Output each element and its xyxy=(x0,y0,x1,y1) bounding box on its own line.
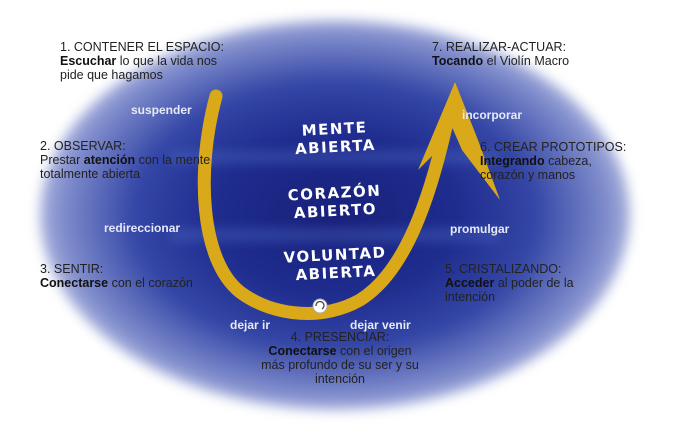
step-7: 7. REALIZAR-ACTUAR: Tocando el Violín Ma… xyxy=(432,40,569,68)
step-6-text: cabeza, xyxy=(544,154,592,168)
step-6: 6. CREAR PROTOTIPOS: Integrando cabeza, … xyxy=(480,140,626,182)
step-3: 3. SENTIR: Conectarse con el corazón xyxy=(40,262,193,290)
step-5-keyword: Acceder xyxy=(445,276,495,290)
step-4-title: 4. PRESENCIAR: xyxy=(290,330,390,344)
light-band xyxy=(170,150,500,164)
voluntad-abierta: VOLUNTAD ABIERTA xyxy=(277,243,394,285)
u-curve xyxy=(197,89,455,320)
label-redireccionar: redireccionar xyxy=(104,221,181,235)
mente-abierta: MENTE ABIERTA xyxy=(284,117,386,158)
label-suspender: suspender xyxy=(131,103,192,117)
step-3-text: con el corazón xyxy=(108,276,193,290)
step-2-keyword: atención xyxy=(83,153,136,167)
label-incorporar: incorporar xyxy=(462,108,523,122)
step-1: 1. CONTENER EL ESPACIO: Escuchar lo que … xyxy=(60,40,224,82)
step-5-title: 5. CRISTALIZANDO: xyxy=(445,262,562,276)
step-4-text: intención xyxy=(314,372,366,386)
blue-background-blob xyxy=(40,20,630,410)
step-2-title: 2. OBSERVAR: xyxy=(40,139,126,153)
step-4-keyword: Conectarse xyxy=(268,344,337,358)
step-6-text: corazón y manos xyxy=(480,168,576,182)
step-3-title: 3. SENTIR: xyxy=(40,262,104,276)
label-dejar-venir: dejar venir xyxy=(350,318,411,332)
step-1-title: 1. CONTENER EL ESPACIO: xyxy=(60,40,224,54)
step-1-keyword: Escuchar xyxy=(60,54,117,68)
step-2: 2. OBSERVAR: Prestar atención con la men… xyxy=(40,139,210,181)
arrowhead-icon xyxy=(418,82,500,200)
step-7-text: el Violín Macro xyxy=(483,54,570,68)
step-6-title: 6. CREAR PROTOTIPOS: xyxy=(480,140,627,154)
label-promulgar: promulgar xyxy=(450,222,510,236)
step-4-text: con el origen xyxy=(336,344,412,358)
corazon-abierto: CORAZÓN ABIERTO xyxy=(279,181,391,223)
step-7-title: 7. REALIZAR-ACTUAR: xyxy=(432,40,567,54)
label-dejar-ir: dejar ir xyxy=(230,318,271,332)
step-2-text: con la mente xyxy=(135,153,211,167)
step-4: 4. PRESENCIAR: Conectarse con el origen … xyxy=(230,330,450,386)
step-2-text: totalmente abierta xyxy=(40,167,141,181)
step-1-text: lo que la vida nos xyxy=(116,54,218,68)
step-4-text: más profundo de su ser y su xyxy=(261,358,419,372)
step-5: 5. CRISTALIZANDO: Acceder al poder de la… xyxy=(445,262,574,304)
step-3-keyword: Conectarse xyxy=(40,276,109,290)
step-1-text: pide que hagamos xyxy=(60,68,163,82)
step-7-keyword: Tocando xyxy=(432,54,484,68)
step-5-text: al poder de la xyxy=(494,276,574,290)
step-6-keyword: Integrando xyxy=(480,154,545,168)
step-2-text: Prestar xyxy=(40,153,84,167)
step-5-text: intención xyxy=(445,290,496,304)
